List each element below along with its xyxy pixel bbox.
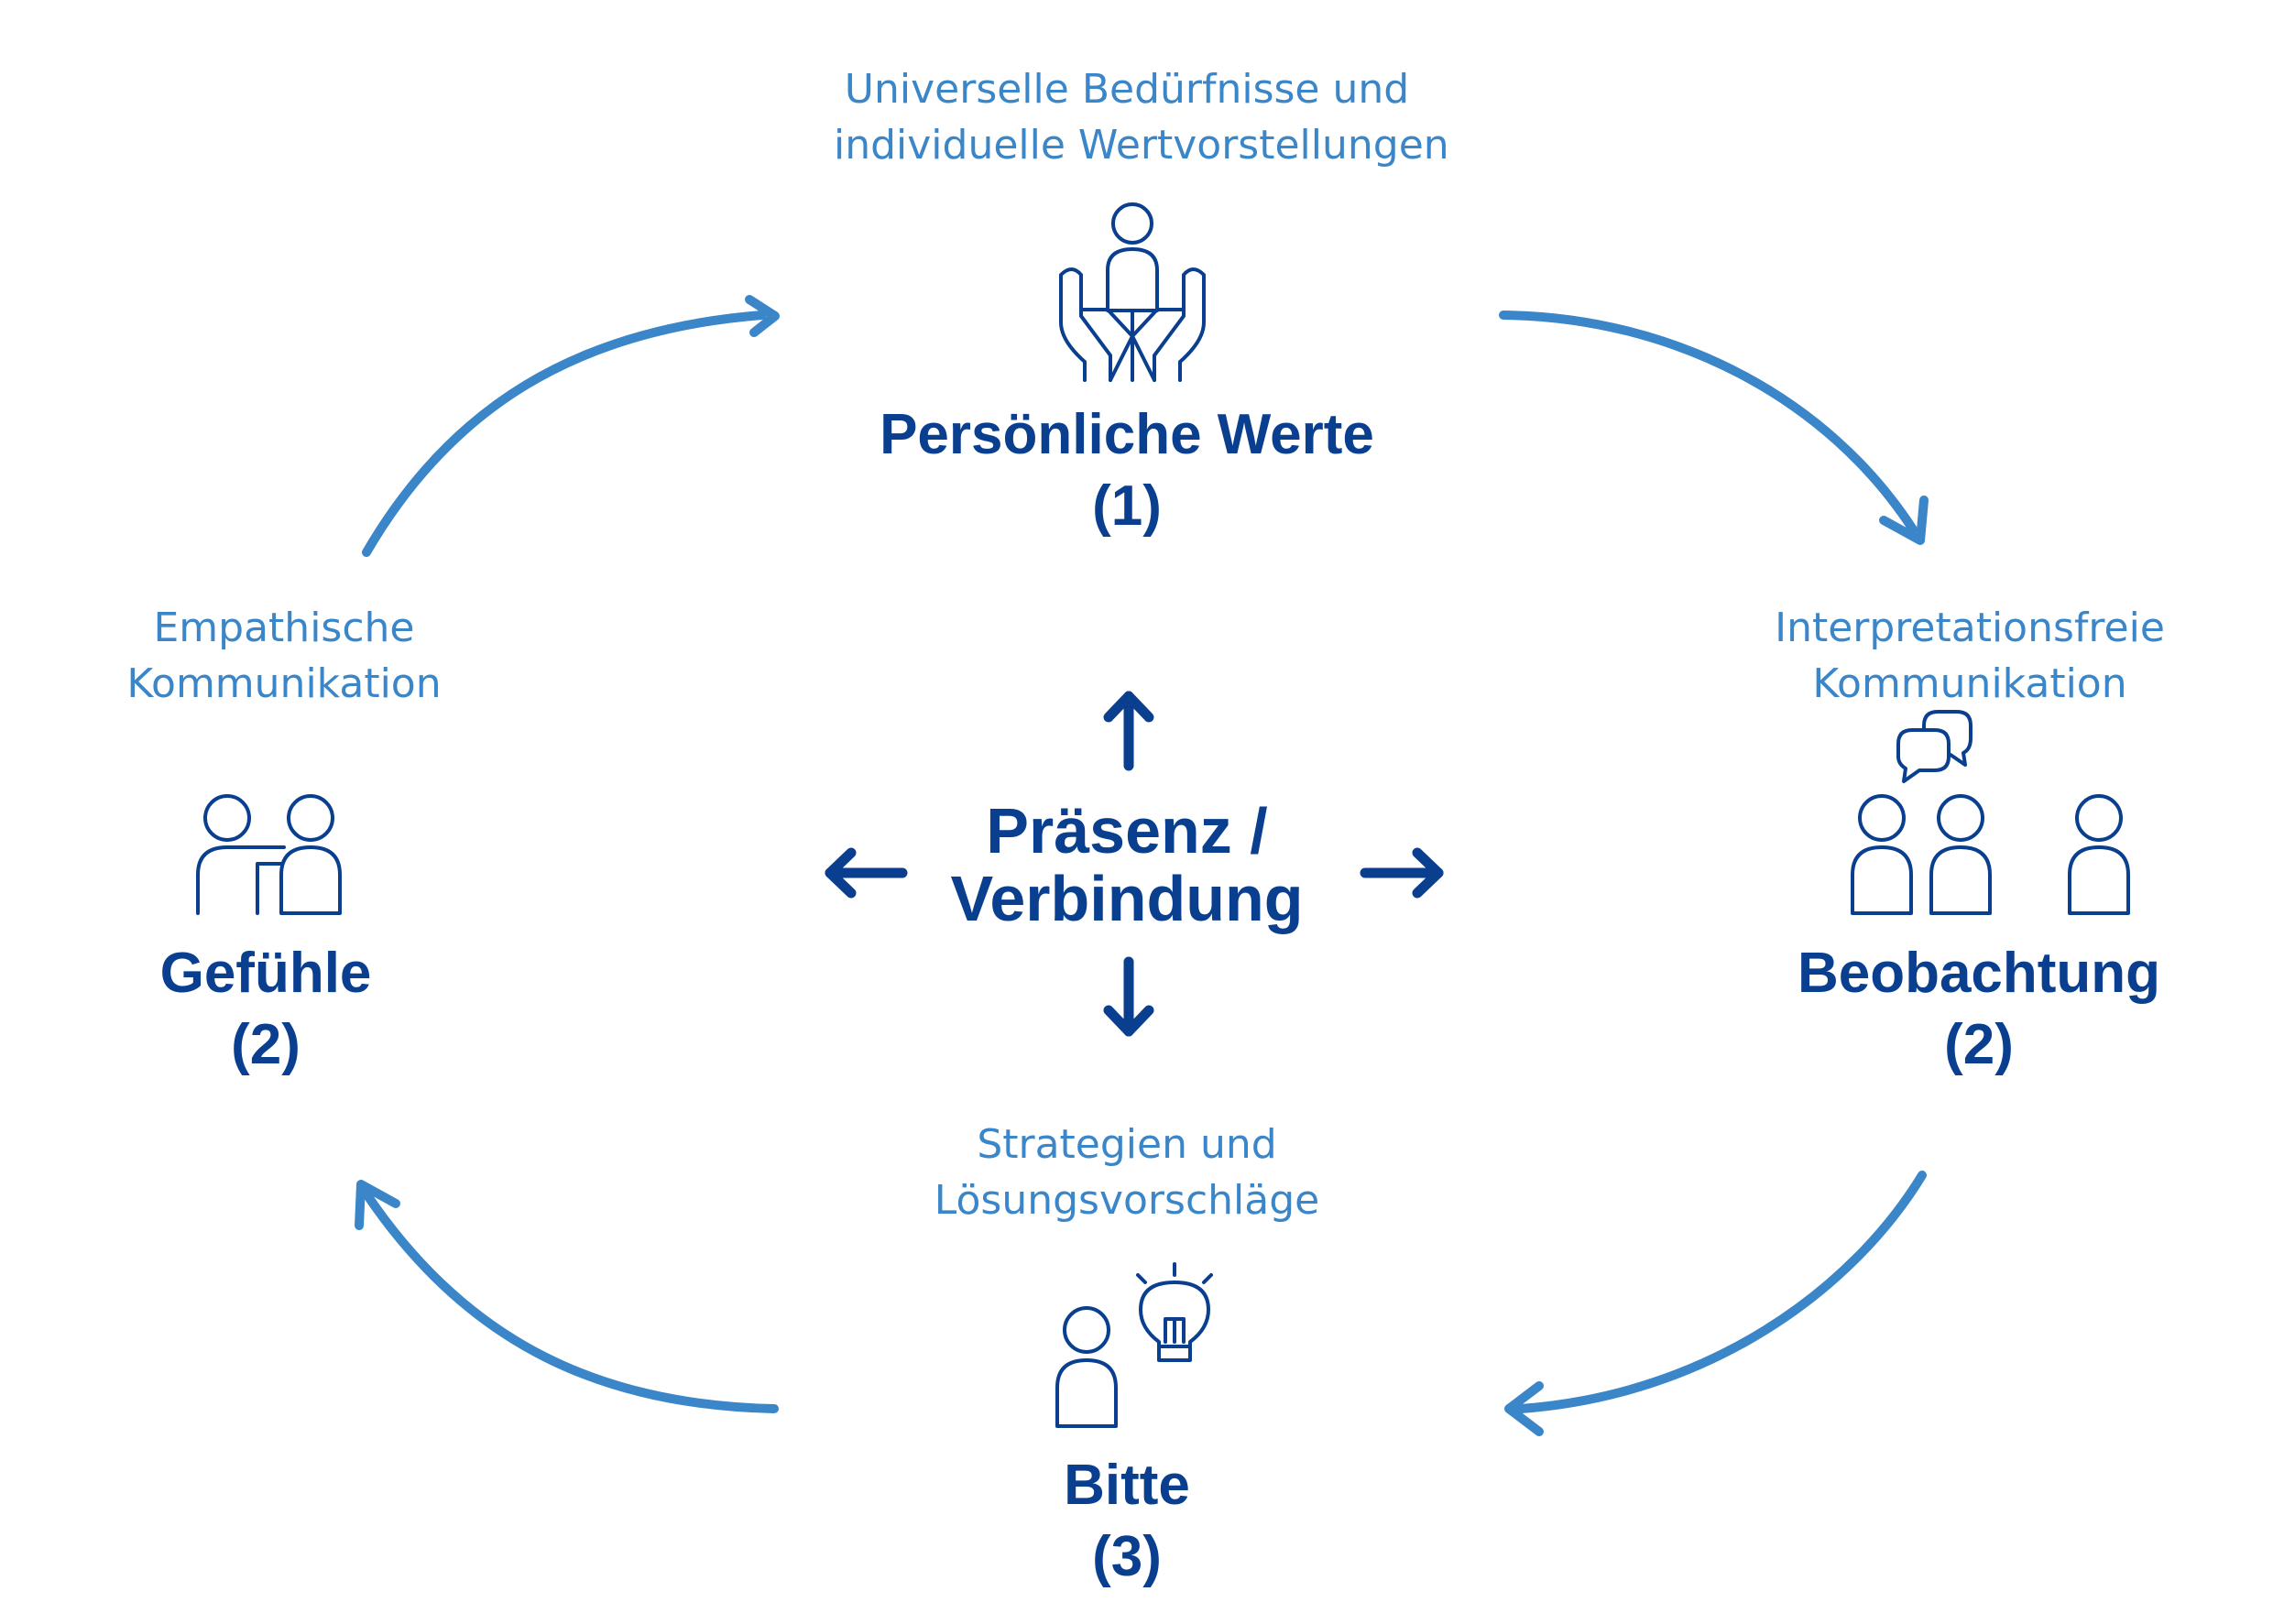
top-title-name: Persönliche Werte: [880, 403, 1374, 466]
bottom-caption-line: Strategien und: [977, 1121, 1277, 1168]
left-caption: Empathische Kommunikation: [92, 600, 476, 712]
cycle-arrow-bottom-right: [1504, 1171, 1927, 1436]
bottom-title: Bitte (3): [916, 1450, 1338, 1593]
arrow-up-icon: [1103, 691, 1154, 771]
cycle-arrow-top-right: [1499, 311, 1929, 545]
right-title-number: (2): [1944, 1013, 2014, 1076]
arrow-left-icon: [825, 847, 908, 899]
bottom-caption: Strategien und Lösungsvorschläge: [880, 1117, 1374, 1228]
left-title-name: Gefühle: [159, 942, 372, 1005]
two-people-supporting-icon: [196, 794, 342, 915]
left-title-number: (2): [231, 1013, 301, 1076]
person-held-by-hands-icon: [1059, 202, 1206, 382]
cycle-arrow-top-left: [362, 295, 780, 557]
top-caption-line: individuelle Wertvorstellungen: [834, 122, 1449, 169]
right-title-name: Beobachtung: [1797, 942, 2161, 1005]
bottom-caption-line: Lösungsvorschläge: [934, 1177, 1320, 1224]
arrow-down-icon: [1103, 956, 1154, 1037]
person-with-lightbulb-icon: [1055, 1262, 1213, 1428]
center-title-line: Präsenz /: [986, 795, 1268, 866]
center-title-line: Verbindung: [950, 863, 1304, 934]
arrow-right-icon: [1360, 847, 1444, 899]
top-caption-line: Universelle Bedürfnisse und: [844, 66, 1410, 113]
bottom-title-name: Bitte: [1064, 1454, 1190, 1517]
group-with-speech-bubbles-icon: [1851, 710, 2130, 915]
left-title: Gefühle (2): [110, 938, 421, 1081]
center-title: Präsenz / Verbindung: [880, 797, 1374, 932]
right-caption: Interpretationsfreie Kommunikation: [1741, 600, 2199, 712]
left-caption-line: Kommunikation: [126, 660, 442, 707]
cycle-arrow-bottom-left: [355, 1180, 779, 1413]
bottom-title-number: (3): [1092, 1525, 1162, 1588]
right-caption-line: Interpretationsfreie: [1775, 605, 2165, 651]
top-title-number: (1): [1092, 474, 1162, 538]
right-caption-line: Kommunikation: [1812, 660, 2127, 707]
left-caption-line: Empathische: [153, 605, 415, 651]
right-title: Beobachtung (2): [1768, 938, 2190, 1081]
top-caption: Universelle Bedürfnisse und individuelle…: [834, 61, 1449, 173]
top-title: Persönliche Werte (1): [834, 399, 1420, 542]
